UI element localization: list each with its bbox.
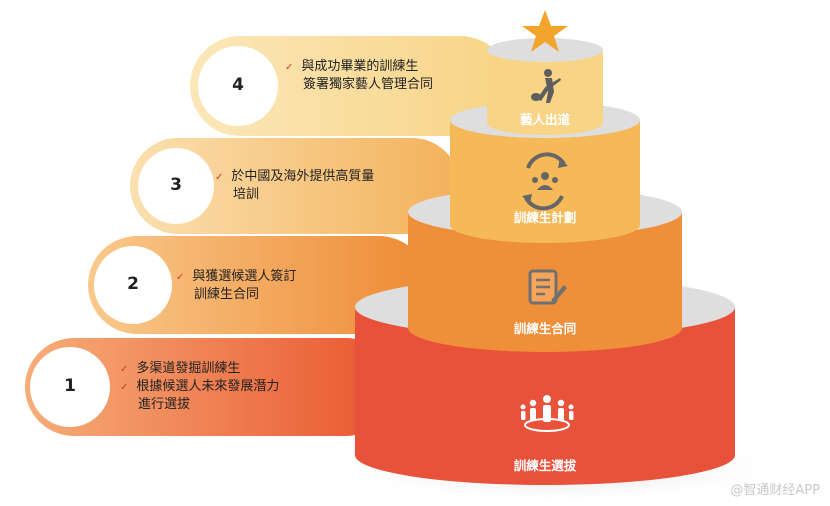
- step-4-line-1: 與成功畢業的訓練生: [301, 59, 419, 74]
- selection-people-icon: [520, 395, 574, 432]
- step-1-bullet-2-line-2: 進行選拔: [138, 397, 191, 412]
- check-icon: ✓: [120, 382, 129, 393]
- check-icon: ✓: [285, 62, 294, 73]
- guitar-player-icon: [531, 69, 561, 103]
- tier-3-label: 訓練生計劃: [513, 210, 577, 225]
- check-icon: ✓: [120, 364, 129, 375]
- check-icon: ✓: [176, 272, 185, 283]
- step-2-text: ✓ 與獲選候選人簽訂 訓練生合同: [176, 268, 296, 303]
- people-cycle-icon: [522, 152, 568, 211]
- step-2-line-2: 訓練生合同: [194, 287, 260, 302]
- step-band-4: [190, 36, 510, 136]
- step-3-line-1: 於中國及海外提供高質量: [231, 169, 375, 184]
- step-number-2: 2: [127, 274, 139, 294]
- step-1-bullet-2-line-1: 根據候選人未來發展潛力: [136, 379, 280, 394]
- step-3-line-2: 培訓: [233, 187, 260, 202]
- step-1-text: ✓ 多渠道發掘訓練生 ✓ 根據候選人未來發展潛力 進行選拔: [120, 360, 279, 413]
- step-band-1: [25, 338, 395, 436]
- tier-1-label: 訓練生選拔: [513, 458, 577, 473]
- tier-4-label: 藝人出道: [519, 112, 570, 127]
- step-number-1: 1: [64, 376, 76, 396]
- step-4-line-2: 簽署獨家藝人管理合同: [303, 77, 434, 92]
- step-4-text: ✓ 與成功畢業的訓練生 簽署獨家藝人管理合同: [285, 58, 433, 93]
- step-number-3: 3: [170, 175, 182, 195]
- tier-2-label: 訓練生合同: [513, 321, 577, 336]
- contract-document-icon: [528, 269, 567, 305]
- watermark: @智通财经APP: [730, 483, 820, 498]
- step-number-4: 4: [232, 75, 244, 95]
- check-icon: ✓: [215, 172, 224, 183]
- step-1-bullet-1: 多渠道發掘訓練生: [136, 361, 241, 376]
- star-icon: [522, 10, 568, 52]
- step-2-line-1: 與獲選候選人簽訂: [192, 269, 297, 284]
- step-band-2: [88, 236, 428, 334]
- step-3-text: ✓ 於中國及海外提供高質量 培訓: [215, 168, 374, 203]
- step-band-3: [130, 138, 460, 234]
